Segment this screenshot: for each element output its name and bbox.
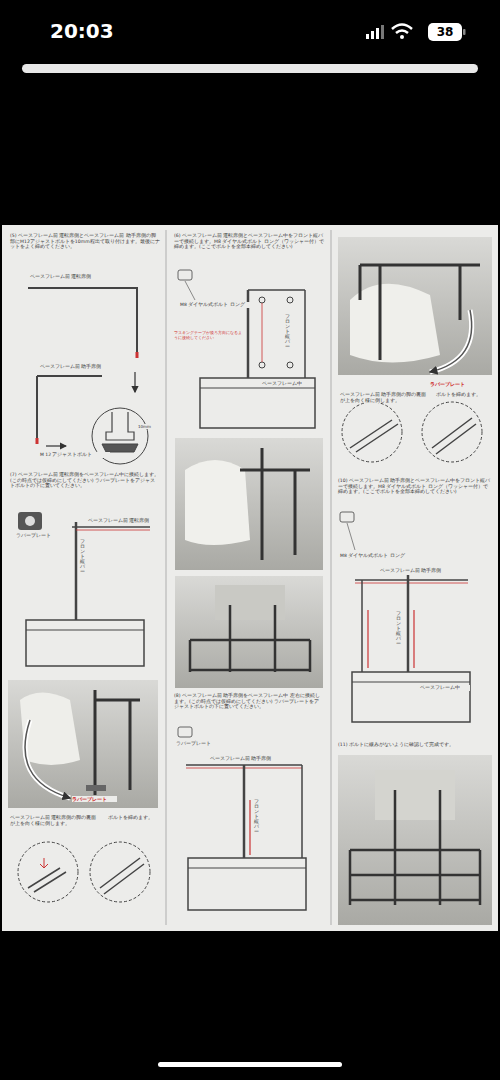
part-name: ベースフレーム前 助手席側 [210,756,290,762]
part-name: ラバープレート [16,533,66,539]
step-note: (7) ベースフレーム前 運転席側をベースフレーム中に接続します。(この時点では… [10,472,160,489]
part-name: ラバープレート [176,741,226,747]
warning-note: マスキングテープが後ろ方向になるように接続してください [174,330,242,341]
part-name: ベースフレーム前 助手席側 [380,568,460,574]
step-note: ボルトを締めます。 [108,815,158,821]
top-bar [22,64,478,73]
part-name: フロント縦バー [396,612,401,647]
photos [8,237,492,925]
part-name: ラバープレート [72,796,117,802]
part-name: ベースフレーム中 [262,381,312,387]
step-note: (8) ベースフレーム前 助手席側をベースフレーム中 左右に接続します。(この時… [174,693,324,710]
step-note: ベースフレーム前 運転席側の脚の裏面が上を向く様に倒します。 [10,815,100,826]
dimension: 10mm [138,424,158,429]
sheet [2,225,498,931]
battery-level: 38 [430,25,460,40]
part-name: ベースフレーム中 [420,685,470,691]
part-name: フロント縦バー [254,800,259,835]
step-note: (11) ボルトに緩みがないように確認して完成です。 [338,742,492,748]
part-name: ラバープレート [430,381,480,387]
step-note: (5) ベースフレーム前 運転席側とベースフレーム前 助手席側の脚部にM12アジ… [10,233,160,250]
rubber-plate-icon [18,512,42,530]
part-name: フロント縦バー [285,315,290,350]
part-name: M8 ダイヤル式ボルト ロング [340,553,415,559]
part-name: M8 ダイヤル式ボルト ロング [180,302,255,308]
home-indicator [158,1062,342,1067]
step-note: ベースフレーム前 助手席側の脚の裏面が上を向く様に倒します。 [340,392,430,403]
part-name: ベースフレーム前 運転席側 [30,274,110,280]
step-note: (6) ベースフレーム前 運転席側とベースフレーム中をフロント縦バーで接続します… [174,233,324,250]
part-name: M 12 アジャストボルト [40,452,110,458]
step-note: ボルトを締めます。 [436,392,491,398]
status-icons [366,23,466,41]
step-note: (10) ベースフレーム前 助手席側とベースフレーム中をフロント縦バーで接続しま… [338,478,492,495]
part-name: ベースフレーム前 助手席側 [40,364,120,370]
status-time: 20:03 [50,19,130,44]
part-name: ベースフレーム前 運転席側 [88,518,158,524]
part-name: フロント縦バー [80,540,85,575]
